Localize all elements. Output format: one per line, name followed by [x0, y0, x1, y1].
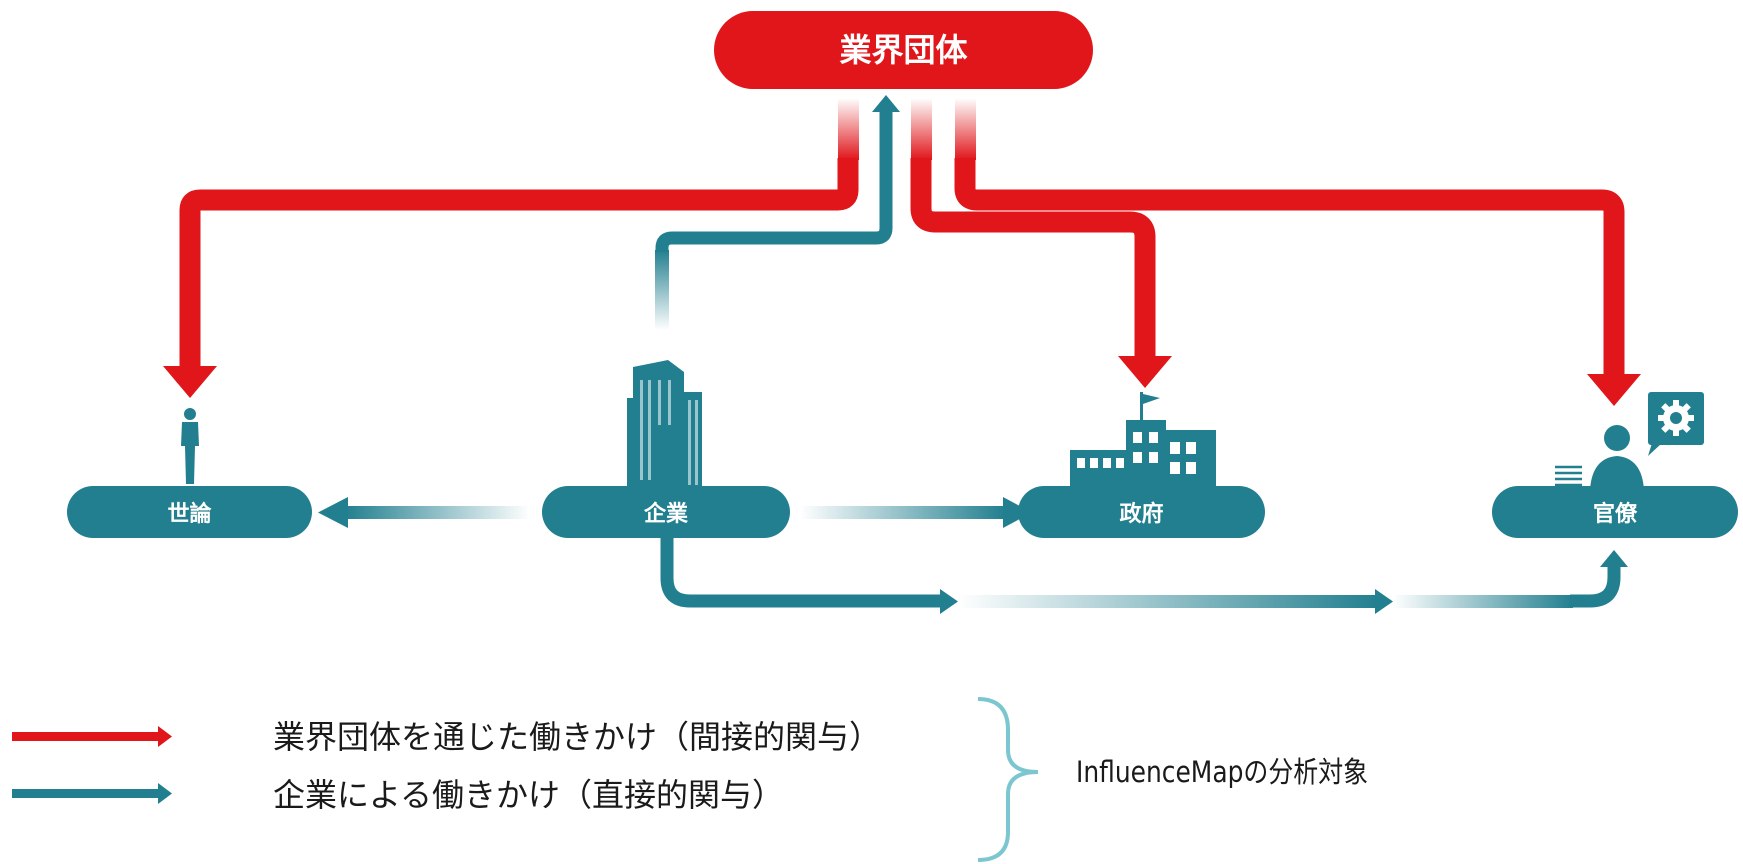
red-arrow-tail-right	[955, 98, 976, 160]
red-arrow-tail-mid	[911, 98, 932, 160]
node-industry-group-label: 業界団体	[839, 31, 967, 69]
node-public-opinion: 世論	[67, 486, 312, 538]
teal-arrow-up-tail	[655, 250, 669, 330]
red-arrow-to-government	[910, 158, 1156, 358]
node-public-opinion-label: 世論	[167, 501, 212, 527]
red-arrowhead-bureaucrats	[1587, 374, 1641, 406]
teal-arrow-to-industry-group	[655, 112, 893, 252]
node-bureaucrats: 官僚	[1492, 486, 1738, 538]
red-arrow-tail-left	[838, 98, 859, 160]
government-building-icon	[1070, 392, 1216, 490]
legend-brace	[977, 697, 1039, 862]
teal-arrow-to-bureaucrats-middle	[958, 595, 1378, 608]
node-bureaucrats-label: 官僚	[1593, 501, 1638, 527]
node-industry-group: 業界団体	[714, 11, 1093, 89]
teal-arrowhead-bureaucrats	[1600, 550, 1628, 567]
red-arrow-to-public-opinion	[179, 158, 859, 368]
legend-teal-arrow	[12, 783, 172, 804]
node-companies-label: 企業	[643, 501, 689, 527]
person-icon	[181, 408, 199, 484]
teal-arrow-to-public-opinion	[345, 506, 530, 519]
buildings-icon	[627, 360, 702, 490]
node-government: 政府	[1018, 486, 1265, 538]
gear-icon	[1658, 400, 1694, 436]
teal-arrows	[318, 95, 1628, 614]
red-arrows	[163, 98, 1641, 406]
teal-arrowhead-public-opinion	[318, 497, 348, 528]
legend-indirect-label: 業界団体を通じた働きかけ（間接的関与）	[273, 718, 881, 756]
teal-arrow-to-bureaucrats-start	[660, 535, 940, 608]
node-companies: 企業	[542, 486, 790, 538]
teal-arrow-to-bureaucrats-end	[1393, 595, 1573, 608]
teal-arrowhead-bureaucrats-mid1	[940, 589, 958, 614]
red-arrowhead-public-opinion	[163, 366, 217, 398]
teal-arrowhead-bureaucrats-mid2	[1375, 589, 1393, 614]
teal-arrow-to-bureaucrats-turn	[1570, 565, 1621, 608]
teal-arrowhead-government	[1003, 497, 1032, 528]
red-arrowhead-government	[1118, 356, 1172, 388]
legend-direct-label: 企業による働きかけ（直接的関与）	[273, 776, 784, 814]
red-arrow-to-bureaucrats	[954, 158, 1625, 376]
legend-analysis-target-label: InfluenceMapの分析対象	[1076, 756, 1368, 789]
node-government-label: 政府	[1119, 501, 1163, 527]
teal-arrowhead-industry-group	[872, 95, 900, 112]
legend-red-arrow	[12, 726, 172, 747]
teal-arrow-to-government	[800, 506, 1005, 519]
legend: 業界団体を通じた働きかけ（間接的関与） 企業による働きかけ（直接的関与） Inf…	[12, 697, 1368, 862]
